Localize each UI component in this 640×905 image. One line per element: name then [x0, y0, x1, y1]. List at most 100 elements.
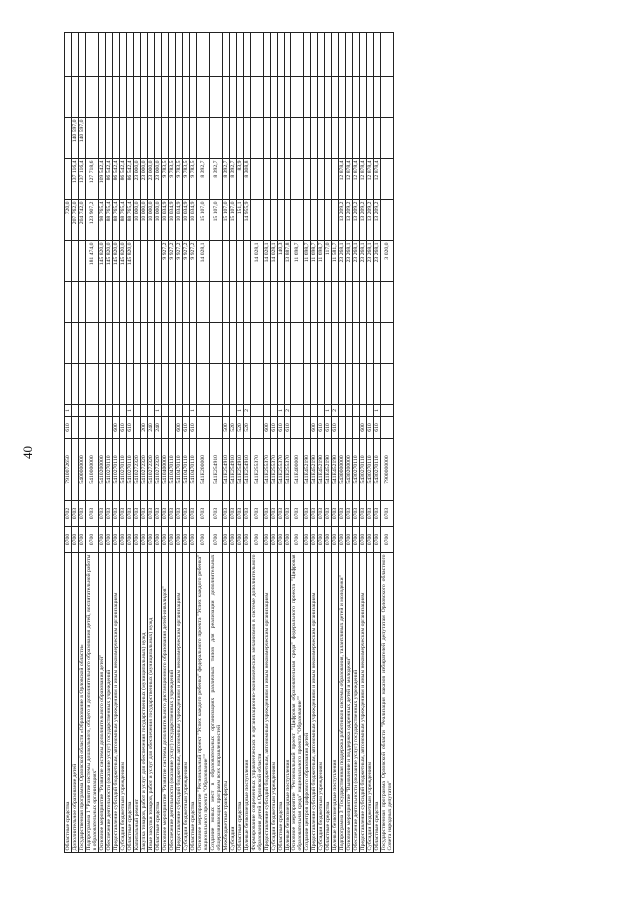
row-funding-source-cell [303, 404, 311, 417]
row-value-cell [270, 281, 278, 323]
row-value-cell [303, 281, 311, 323]
row-subsection-cell: 0703 [250, 500, 264, 527]
row-value-cell [277, 199, 284, 241]
row-section-cell: 0700 [133, 526, 141, 553]
row-value-cell: 23 000,0 [133, 158, 141, 200]
row-target-article-cell [71, 438, 79, 501]
row-value-cell [189, 363, 197, 405]
row-value-cell [71, 32, 79, 77]
row-value-cell [284, 32, 291, 77]
row-value-cell [250, 32, 264, 77]
row-value-cell [182, 363, 190, 405]
row-funding-source-cell: 2 [243, 404, 251, 417]
row-value-cell: 23 268,1 [366, 240, 374, 282]
row-value-cell [85, 322, 99, 364]
row-value-cell [105, 281, 113, 323]
row-value-cell [85, 281, 99, 323]
row-target-article-cell: 541E452190 [324, 438, 332, 501]
row-value-cell [105, 322, 113, 364]
row-value-cell: 720,0 [64, 199, 72, 241]
row-value-cell [112, 281, 120, 323]
row-name-cell: Целевые безвозмездные поступления [331, 552, 339, 853]
row-value-cell [112, 322, 120, 364]
row-value-cell [263, 158, 271, 200]
row-expense-type-cell [85, 416, 99, 439]
row-subsection-cell: 0703 [338, 500, 346, 527]
row-name-cell: Закупка товаров, работ и услуг для обесп… [140, 552, 148, 853]
row-target-article-cell: 5410200000 [98, 438, 106, 501]
row-value-cell: 13 887,8 [284, 240, 291, 282]
row-value-cell: 23 000,0 [147, 158, 155, 200]
row-expense-type-cell: 610 [270, 416, 278, 439]
row-funding-source-cell: 1 [324, 404, 332, 417]
row-subsection-cell: 0703 [78, 500, 86, 527]
row-target-article-cell: 541E254910 [229, 438, 237, 501]
row-value-cell [250, 363, 264, 405]
row-value-cell: 9 783,5 [161, 158, 169, 200]
row-value-cell [359, 32, 367, 77]
row-expense-type-cell: 520 [229, 416, 237, 439]
row-value-cell: 86 542,4 [119, 158, 127, 200]
row-target-article-cell: 541E255370 [284, 438, 291, 501]
row-name-cell: Подпрограмма 3 "Государственная поддержк… [338, 552, 346, 853]
row-expense-type-cell [290, 416, 304, 439]
row-subsection-cell: 0703 [331, 500, 339, 527]
row-value-cell [310, 322, 318, 364]
row-subsection-cell: 0703 [317, 500, 325, 527]
row-value-cell [126, 363, 134, 405]
row-value-cell [78, 32, 86, 77]
row-value-cell [317, 281, 325, 323]
row-value-cell [85, 117, 99, 159]
row-value-cell: 140,3 [277, 240, 284, 282]
row-value-cell [277, 76, 284, 118]
row-expense-type-cell: 610 [189, 416, 197, 439]
row-value-cell [154, 281, 162, 323]
row-value-cell [263, 117, 271, 159]
row-value-cell [338, 363, 346, 405]
row-name-cell: Целевые безвозмездные поступления [243, 552, 251, 853]
row-name-cell: Областные средства [154, 552, 162, 853]
row-value-cell [303, 199, 311, 241]
row-value-cell [229, 322, 237, 364]
row-value-cell [140, 76, 148, 118]
row-subsection-cell: 0703 [168, 500, 176, 527]
row-section-cell: 0700 [78, 526, 86, 553]
row-value-cell [140, 32, 148, 77]
row-name-cell: Создание центров цифрового образования д… [303, 552, 311, 853]
row-name-cell: Основное мероприятие "Региональный проек… [290, 552, 304, 853]
row-subsection-cell: 0703 [222, 500, 230, 527]
row-section-cell: 0700 [284, 526, 291, 553]
row-target-article-cell: 5410272320 [154, 438, 162, 501]
row-expense-type-cell [98, 416, 106, 439]
row-value-cell [338, 281, 346, 323]
row-funding-source-cell [161, 404, 169, 417]
row-value-cell: 9 927,2 [189, 240, 197, 282]
row-value-cell [71, 363, 79, 405]
row-value-cell: 88 765,4 [119, 199, 127, 241]
row-value-cell: 14 028,1 [196, 240, 210, 282]
row-value-cell [290, 117, 304, 159]
row-subsection-cell: 0703 [175, 500, 183, 527]
row-value-cell [359, 363, 367, 405]
row-funding-source-cell [85, 404, 99, 417]
row-value-cell [71, 240, 79, 282]
row-value-cell [182, 322, 190, 364]
row-value-cell [331, 322, 339, 364]
row-value-cell [236, 76, 244, 118]
row-value-cell [209, 322, 223, 364]
row-funding-source-cell [359, 404, 367, 417]
row-value-cell [126, 117, 134, 159]
row-value-cell [126, 322, 134, 364]
row-funding-source-cell [229, 404, 237, 417]
row-value-cell [331, 76, 339, 118]
row-value-cell [352, 322, 360, 364]
row-value-cell [243, 363, 251, 405]
row-value-cell [359, 322, 367, 364]
row-subsection-cell: 0703 [373, 500, 381, 527]
row-value-cell [209, 363, 223, 405]
row-funding-source-cell [222, 404, 230, 417]
row-value-cell [290, 158, 304, 200]
table-row: Предоставление субсидий бюджетным, автон… [310, 32, 318, 853]
row-value-cell: 9 783,5 [189, 158, 197, 200]
